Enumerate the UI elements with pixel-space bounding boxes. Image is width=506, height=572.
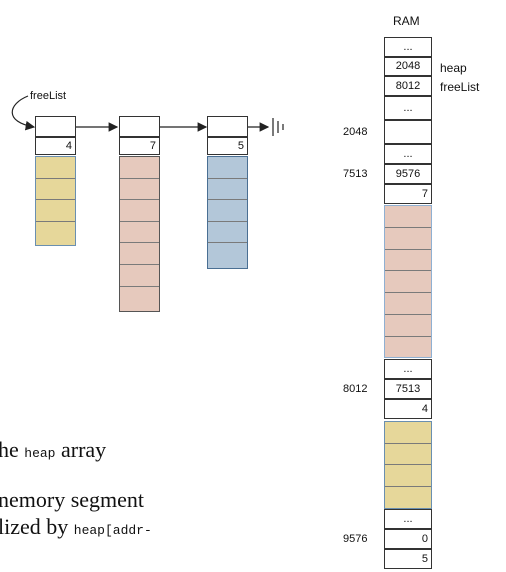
freelist-label: freeList	[30, 90, 67, 102]
addr-2048-label: 2048	[343, 126, 368, 138]
block-1-data	[35, 156, 76, 246]
ram-heap-label: heap	[440, 61, 467, 75]
addr-8012-label: 8012	[343, 383, 368, 395]
ram-next-7513-cell: 7513	[384, 379, 432, 399]
block-2-size-cell: 7	[119, 137, 160, 155]
ram-pink-block	[384, 205, 432, 358]
text-line-2: nemory segment	[0, 487, 145, 512]
ram-ellipsis-4: ...	[384, 359, 432, 379]
ram-yellow-block	[384, 421, 432, 509]
block-2-next-cell	[119, 116, 160, 137]
ram-freelist-cell: 8012	[384, 76, 432, 96]
ram-freelist-label: freeList	[440, 80, 480, 94]
ram-title: RAM	[393, 14, 420, 28]
freelist-pointer-arrow	[11, 95, 36, 131]
ram-next-9576-cell: 9576	[384, 164, 432, 184]
ram-heap-cell: 2048	[384, 57, 432, 76]
ram-ellipsis-5: ...	[384, 509, 432, 529]
ram-next-0-cell: 0	[384, 529, 432, 549]
block-1-next-cell	[35, 116, 76, 137]
block-3-size-cell: 5	[207, 137, 248, 155]
addr-9576-label: 9576	[343, 533, 368, 545]
ram-ellipsis-2: ...	[384, 96, 432, 120]
addr-7513-label: 7513	[343, 168, 368, 180]
ram-ellipsis-top: ...	[384, 37, 432, 57]
text-line-3: lized by heap[addr-	[0, 514, 152, 539]
ram-heap-base-cell	[384, 120, 432, 144]
block-3-data	[207, 156, 248, 269]
text-line-1: he heap array	[0, 437, 107, 462]
ram-size-5-cell: 5	[384, 549, 432, 569]
block-3-next-cell	[207, 116, 248, 137]
ram-size-4-cell: 4	[384, 399, 432, 419]
ram-size-7-cell: 7	[384, 184, 432, 204]
block-1-size-cell: 4	[35, 137, 76, 155]
null-terminator-icon	[272, 118, 284, 136]
ram-ellipsis-3: ...	[384, 144, 432, 164]
block-2-data	[119, 156, 160, 312]
